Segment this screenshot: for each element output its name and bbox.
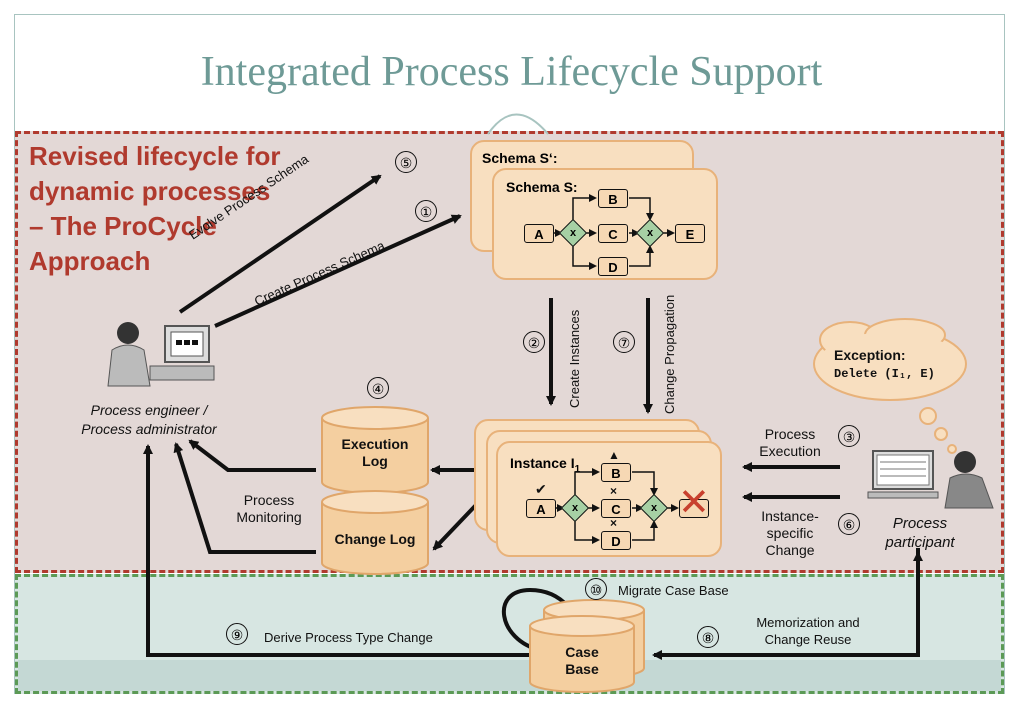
derive-change-label: Derive Process Type Change xyxy=(264,630,433,645)
instance-gateway-join-label: x xyxy=(650,502,658,514)
case-base-band xyxy=(18,660,1001,691)
create-instances-label: Create Instances xyxy=(567,309,582,408)
monitoring-arrow-2 xyxy=(173,442,316,554)
engineer-label-1: Process engineer / xyxy=(90,402,208,418)
evolve-arrow xyxy=(178,174,382,314)
schema-s-prime-title: Schema S‘: xyxy=(482,150,558,166)
engineer-figure xyxy=(107,322,215,387)
derive-change-arrow xyxy=(143,444,530,657)
skipped-x-icon-c: × xyxy=(610,484,618,498)
change-log-db xyxy=(321,490,429,575)
case-base-label: Case Base xyxy=(565,644,599,677)
step-9-marker: ⑨ xyxy=(226,623,248,645)
memorization-label: Memorization and Change Reuse xyxy=(756,615,860,647)
instance-node-d: D xyxy=(601,531,631,550)
instance-change-label: Instance-specific Change xyxy=(761,508,819,558)
step-3-marker: ③ xyxy=(838,425,860,447)
step-2-marker: ② xyxy=(523,331,545,353)
schema-node-d: D xyxy=(598,257,628,276)
process-execution-label: Process Execution xyxy=(759,426,821,459)
exception-cloud xyxy=(813,318,967,454)
delete-cross-icon: ✕ xyxy=(678,482,710,524)
step-4-marker: ④ xyxy=(367,377,389,399)
schema-node-a: A xyxy=(524,224,554,243)
step-7-marker: ⑦ xyxy=(613,331,635,353)
engineer-label-2: Process administrator xyxy=(81,421,217,437)
execution-log-label: Execution Log xyxy=(341,436,409,469)
create-arrow xyxy=(214,214,462,328)
instance-node-a: A xyxy=(526,499,556,518)
schema-gateway-join-label: x xyxy=(646,227,654,239)
step-1-marker: ① xyxy=(415,200,437,222)
lifecycle-heading: Revised lifecycle for dynamic processes … xyxy=(29,141,281,276)
schema-s-title: Schema S: xyxy=(506,179,578,195)
schema-gateway-split-label: x xyxy=(569,227,577,239)
instance-node-e-deleted xyxy=(679,499,709,518)
step-8-marker: ⑧ xyxy=(697,626,719,648)
migrate-case-base-label: Migrate Case Base xyxy=(618,583,729,598)
instance-node-c: C xyxy=(601,499,631,518)
case-base-db xyxy=(529,615,635,693)
to-change-log-arrow xyxy=(432,503,478,551)
process-monitoring-label: Process Monitoring xyxy=(236,492,302,525)
exception-code: Delete (I₁, E) xyxy=(834,367,935,381)
instance-gateway-split-label: x xyxy=(571,502,579,514)
change-propagation-label: Change Propagation xyxy=(662,294,677,414)
completed-check-icon: ✔ xyxy=(535,481,547,497)
instance-node-b: B xyxy=(601,463,631,482)
exception-title: Exception: xyxy=(834,347,906,363)
step-6-marker: ⑥ xyxy=(838,513,860,535)
monitoring-arrow-1 xyxy=(188,439,316,472)
participant-label-1: Process xyxy=(892,515,948,532)
participant-figure xyxy=(867,450,994,509)
skipped-x-icon-d: × xyxy=(610,516,618,530)
execution-log-db xyxy=(321,406,429,494)
participant-label-2: participant xyxy=(885,534,955,551)
slide-title: Integrated Process Lifecycle Support xyxy=(200,49,823,95)
activated-triangle-icon: ▲ xyxy=(608,448,620,462)
change-log-label: Change Log xyxy=(334,531,416,547)
schema-node-c: C xyxy=(598,224,628,243)
schema-node-b: B xyxy=(598,189,628,208)
step-5-marker: ⑤ xyxy=(395,151,417,173)
instance-title: Instance I1 xyxy=(510,455,581,475)
schema-node-e: E xyxy=(675,224,705,243)
step-10-marker: ⑩ xyxy=(585,578,607,600)
title-connector xyxy=(487,113,549,135)
